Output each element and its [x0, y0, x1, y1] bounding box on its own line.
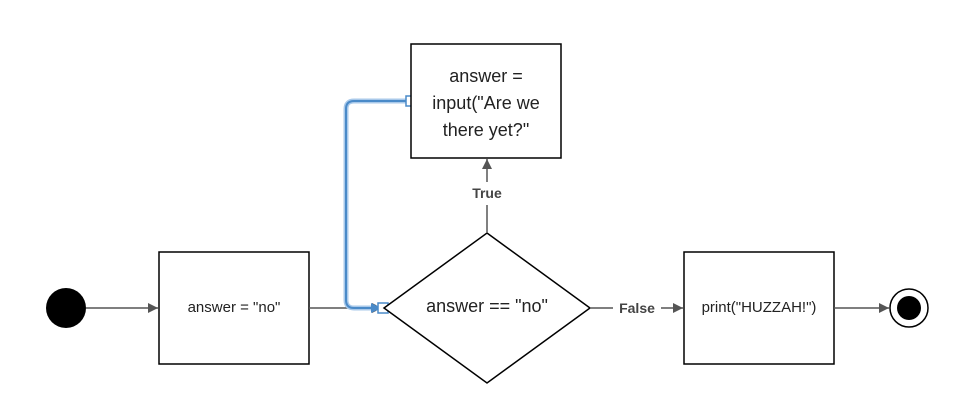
print-node-box[interactable] — [683, 251, 835, 365]
selected-connector-glow — [343, 98, 411, 311]
decision-node-diamond[interactable] — [382, 232, 592, 384]
print-node-label: print("HUZZAH!") — [702, 299, 817, 316]
input-node-line-2: input("Are we — [432, 93, 539, 113]
input-node-line-1: answer = — [449, 66, 523, 86]
decision-node[interactable]: answer == "no" — [382, 232, 592, 384]
input-node-line-3: there yet?" — [443, 120, 529, 140]
end-node[interactable] — [889, 288, 929, 328]
true-label: True — [472, 185, 502, 201]
assign-node-box[interactable] — [158, 251, 310, 365]
input-node[interactable]: answer = input("Are we there yet?" — [410, 43, 562, 159]
assign-node[interactable]: answer = "no" — [158, 251, 310, 365]
selected-connector-line[interactable] — [345, 100, 411, 313]
decision-node-label: answer == "no" — [426, 296, 548, 316]
edge-input-to-decision-selected[interactable] — [343, 95, 417, 314]
input-node-box[interactable] — [410, 43, 562, 159]
end-node-inner-dot — [897, 296, 921, 320]
false-label: False — [619, 300, 655, 316]
assign-node-label: answer = "no" — [188, 299, 281, 316]
print-node[interactable]: print("HUZZAH!") — [683, 251, 835, 365]
start-node[interactable] — [46, 288, 86, 328]
